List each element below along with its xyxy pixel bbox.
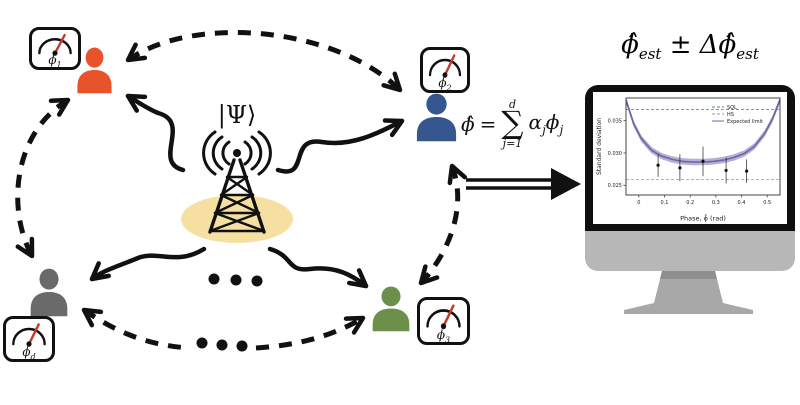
sum-lower-limit: j=1 — [502, 136, 523, 150]
network-link-left — [15, 97, 71, 259]
broadcast-arrow-to-sensor-2 — [275, 118, 405, 174]
monitor-screen: 0.025 0.030 0.035 0 0.1 0.2 0.3 0.4 0.5 Standard … — [593, 92, 787, 224]
radio-waves-icon — [202, 130, 272, 176]
data-point — [701, 159, 705, 163]
y-axis-label: Standard deviation — [596, 118, 603, 175]
estimator-formula: ϕ̂ = d ∑ j=1 αjϕj — [461, 99, 563, 149]
monitor-stand — [624, 271, 753, 314]
x-tick-label: 0.4 — [738, 200, 746, 206]
ellipsis-dots-lower — [196, 337, 248, 352]
legend-label: SQL — [727, 105, 737, 111]
data-point — [745, 169, 749, 173]
y-tick-label: 0.025 — [608, 183, 622, 189]
y-tick-label: 0.035 — [608, 118, 622, 124]
person-icon — [30, 268, 68, 317]
gauge-dial-icon — [428, 54, 462, 78]
legend-label: HS — [727, 112, 734, 118]
broadcast-arrow-to-sensor-d — [89, 246, 207, 282]
x-tick-label: 0 — [637, 200, 640, 206]
estimate-title: ϕ̂est ± Δϕ̂est — [621, 30, 759, 64]
results-chart: 0.025 0.030 0.035 0 0.1 0.2 0.3 0.4 0.5 Standard … — [596, 97, 781, 223]
x-axis-label: Phase, ϕ̂ (rad) — [680, 213, 726, 222]
person-icon — [77, 47, 112, 94]
gauge-label: ϕ2 — [438, 75, 452, 92]
sigma-symbol: ∑ — [501, 105, 524, 141]
network-link-bottom-left — [81, 307, 189, 351]
phase-gauge-1: ϕ1 — [29, 27, 81, 70]
sensor-node-1 — [74, 46, 115, 94]
broadcast-arrow-to-sensor-3 — [267, 246, 369, 289]
x-tick-label: 0.5 — [763, 200, 771, 206]
formula-equals: = — [479, 111, 497, 136]
data-point — [656, 163, 660, 167]
broadcast-arrow-to-sensor-1 — [125, 93, 186, 173]
plot-frame — [625, 97, 781, 196]
phase-gauge-d: ϕd — [3, 316, 55, 362]
quantum-state-label: |Ψ⟩ — [217, 101, 257, 129]
x-tick-label: 0.3 — [712, 200, 720, 206]
monitor: 0.025 0.030 0.035 0 0.1 0.2 0.3 0.4 0.5 Standard … — [585, 85, 795, 271]
sum-upper-limit: d — [508, 98, 516, 111]
legend-label: Expected limit — [727, 119, 763, 125]
sensor-node-2 — [413, 92, 460, 142]
person-icon — [372, 286, 410, 332]
antenna-tower-icon — [208, 149, 266, 234]
ellipsis-dots-upper — [208, 273, 263, 287]
network-link-right — [418, 163, 468, 286]
implies-arrow — [466, 168, 581, 200]
x-tick-label: 0.1 — [661, 200, 669, 206]
gauge-dial-icon — [426, 304, 461, 330]
phase-gauge-2: ϕ2 — [420, 47, 470, 93]
phase-gauge-3: ϕ3 — [417, 297, 470, 345]
formula-term: αjϕj — [528, 110, 564, 138]
summation: d ∑ j=1 — [501, 99, 523, 149]
gauge-label: ϕ3 — [436, 327, 451, 344]
gauge-label: ϕd — [22, 344, 36, 361]
gauge-dial-icon — [12, 323, 46, 347]
formula-lhs: ϕ̂ — [461, 111, 475, 136]
sensor-node-d — [27, 267, 71, 317]
network-link-bottom-right — [255, 315, 366, 351]
network-link-top — [125, 30, 403, 93]
gauge-label: ϕ1 — [48, 52, 62, 69]
gauge-dial-icon — [38, 33, 72, 56]
x-tick-label: 0.2 — [686, 200, 694, 206]
data-point — [724, 168, 728, 173]
person-icon — [416, 93, 457, 142]
data-point — [678, 166, 682, 170]
y-tick-label: 0.030 — [608, 151, 622, 157]
sensor-node-3 — [369, 285, 413, 332]
